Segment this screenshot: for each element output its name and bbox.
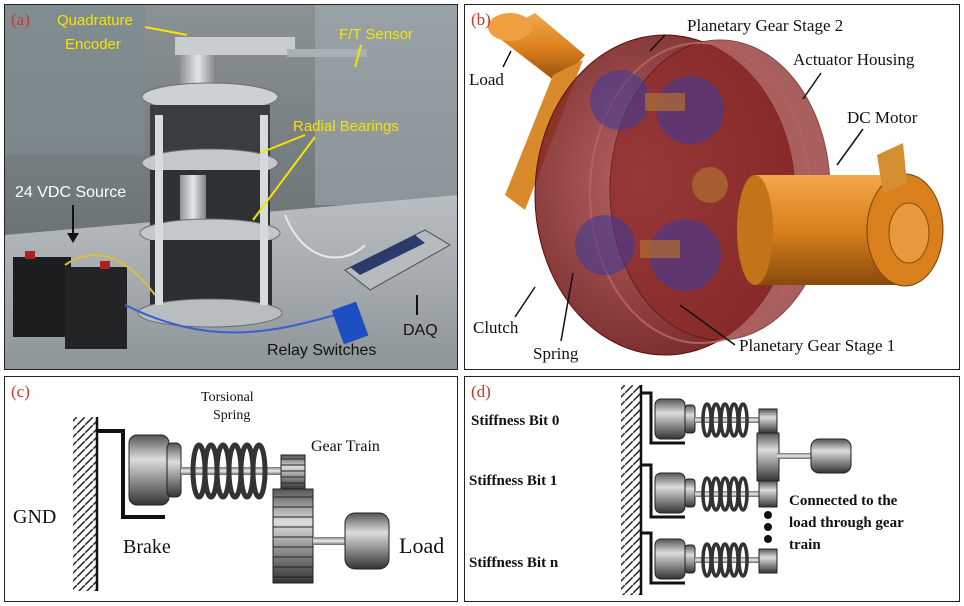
panel-d-label: (d) [471, 382, 491, 401]
connected-line-3: train [789, 537, 821, 553]
planetary-stage-1-label: Planetary Gear Stage 1 [739, 336, 895, 355]
single-spring-schematic: (c) Torsional Spring Gear Train GND Brak… [11, 382, 444, 591]
encoder-pointer [144, 26, 188, 36]
vdc-arrowhead [67, 233, 79, 243]
large-gear-teeth [273, 496, 313, 578]
clutch-pointer [514, 286, 536, 318]
torsional-spring-icon [190, 442, 268, 500]
panel-c-label: (c) [11, 382, 30, 401]
torsional-label-2: Spring [213, 408, 250, 423]
panel-b-cad-render: (b) Planetary Gear Stage 2 Load Actuator… [464, 4, 960, 370]
stiffness-bit-n-label: Stiffness Bit n [469, 555, 559, 571]
prototype-photo-illustration: (a) Quadrature Encoder F/T Sensor Radial… [5, 5, 457, 369]
brake-drum [128, 434, 170, 506]
panel-c-schematic: (c) Torsional Spring Gear Train GND Brak… [4, 376, 458, 602]
relay-switches-label: Relay Switches [267, 342, 376, 359]
load-label: Load [469, 70, 504, 89]
stiffness-unit-0 [641, 391, 778, 445]
stage-1-pointer [679, 304, 736, 346]
battery-pack [13, 251, 127, 349]
gear-train-label: Gear Train [311, 438, 380, 455]
spring-label: Spring [533, 344, 579, 363]
dc-motor-label: DC Motor [847, 108, 918, 127]
panel-b-label: (b) [471, 10, 491, 29]
vdc-source-label: 24 VDC Source [15, 184, 126, 201]
stiffness-bit-1-label: Stiffness Bit 1 [469, 473, 557, 489]
large-gear [272, 488, 314, 584]
relay-board [331, 301, 369, 345]
brake-disc [166, 442, 182, 498]
planetary-stage-2-label: Planetary Gear Stage 2 [687, 16, 843, 35]
connected-line-1: Connected to the [789, 493, 898, 509]
spring-pointer [560, 272, 574, 342]
ellipsis-dots [764, 511, 772, 543]
daq-label: DAQ [403, 322, 438, 339]
ground-wall-hatch-d [621, 385, 641, 595]
gear-copper-highlights [640, 93, 728, 258]
central-gear-upper [756, 432, 780, 482]
housing-pointer [802, 72, 822, 100]
actuator-tower [137, 37, 367, 328]
stage-2-pointer [649, 34, 666, 52]
brake-label: Brake [123, 536, 171, 558]
central-output-drum [810, 438, 852, 474]
gnd-label: GND [13, 506, 56, 528]
dc-motor-body [737, 143, 944, 287]
stiffness-unit-1 [641, 463, 778, 519]
brake-bracket [97, 429, 165, 519]
encoder-label-1: Quadrature [57, 12, 133, 29]
encoder-label-2: Encoder [65, 36, 121, 53]
daq-device [344, 229, 451, 291]
panel-d-schematic: (d) Stiffness Bit 0 Stiffness Bit 1 Stif… [464, 376, 960, 602]
torsional-label-1: Torsional [201, 390, 254, 405]
ft-sensor-label: F/T Sensor [339, 26, 413, 43]
ground-wall-hatch [73, 417, 97, 591]
small-gear-teeth [281, 458, 305, 484]
load-label-c: Load [399, 533, 444, 558]
output-shaft [313, 537, 347, 545]
actuator-housing-label: Actuator Housing [793, 50, 915, 69]
connected-line-2: load through gear [789, 515, 904, 531]
planetary-gears [575, 70, 724, 291]
bearing-pointer-1 [259, 134, 306, 154]
radial-bearings-label: Radial Bearings [293, 118, 399, 135]
stiffness-unit-n [641, 531, 778, 585]
clutch-label: Clutch [473, 318, 519, 337]
small-gear [280, 454, 306, 490]
load-pointer [502, 50, 512, 68]
panel-a-prototype-photo: (a) Quadrature Encoder F/T Sensor Radial… [4, 4, 458, 370]
panel-a-label: (a) [11, 10, 30, 29]
bearing-pointer-2 [252, 136, 316, 221]
stiffness-bit-0-label: Stiffness Bit 0 [471, 413, 559, 429]
multi-bit-schematic: (d) Stiffness Bit 0 Stiffness Bit 1 Stif… [469, 382, 904, 595]
actuator-cad-illustration: (b) Planetary Gear Stage 2 Load Actuator… [469, 10, 944, 363]
central-output-shaft [777, 453, 815, 459]
ft-sensor-pointer [354, 44, 362, 68]
motor-pointer [836, 128, 864, 166]
load-mass [344, 512, 390, 570]
